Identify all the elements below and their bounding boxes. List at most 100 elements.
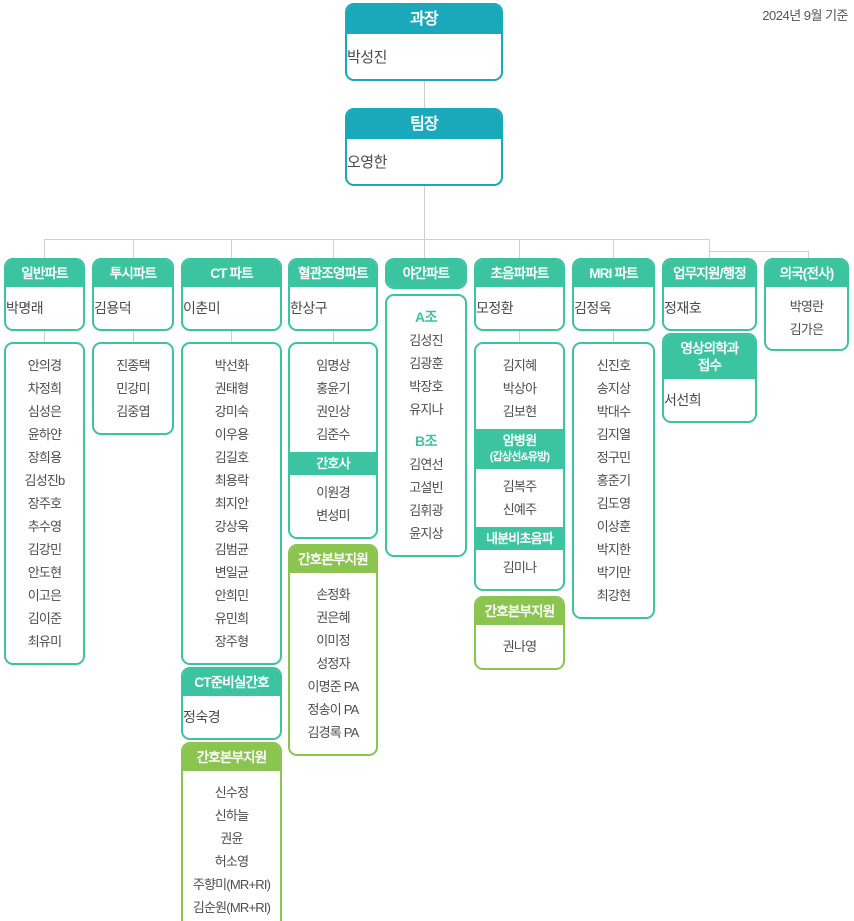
part-leader: 모정환 [476,300,514,316]
radiology-reception: 영상의학과 접수 서선희 [662,333,757,423]
member-name: 권태형 [214,381,249,396]
member-name: 김성진b [24,473,66,488]
connector-line [519,239,520,258]
member-name: 김도영 [596,496,631,511]
member-name: 박대수 [596,404,631,419]
member-name: 박장호 [409,379,443,394]
member-name: 손정화 [316,587,350,602]
member-name: 권윤 [220,831,243,846]
part-leader: 김정욱 [574,300,612,316]
section-title: 간호본부지원 [476,598,563,625]
member-name: 권나영 [502,639,537,654]
section-title: 간호본부지원 [290,546,376,573]
section-name: 서선희 [664,392,702,408]
member-name: 송지상 [596,381,631,396]
nursing-hq-support-ultrasound: 간호본부지원 권나영 [474,596,565,670]
connector-line [132,331,134,342]
member-name: 홍준기 [596,473,631,488]
section-title-line1: 영상의학과 [680,341,739,356]
member-name: 이우용 [214,427,249,442]
member-name: 변일균 [214,565,249,580]
connector-line [613,239,614,258]
member-name: 안도현 [27,565,62,580]
member-name: 장주형 [214,634,249,649]
part-header-mri: MRI 파트 김정욱 [572,258,655,331]
part-header-angio: 혈관조영파트 한상구 [288,258,378,331]
connector-line [424,181,425,258]
member-list: 김미나 [476,556,563,579]
member-name: 박선화 [214,358,249,373]
section-banner-endocrine: 내분비초음파 [476,527,563,550]
member-name: 김성진 [409,333,443,348]
member-name: 장희용 [27,450,62,465]
member-name: 김경록 PA [307,725,359,740]
member-name: 신수정 [214,785,249,800]
member-name: 유민희 [214,611,249,626]
member-name: 김가은 [789,322,824,337]
member-name: 김지열 [596,427,631,442]
node-team-lead-name: 오영한 [347,154,387,171]
part-leader: 김용덕 [94,300,132,316]
member-name: 윤하얀 [27,427,62,442]
section-title: CT준비실간호 [183,669,280,696]
part-header-general: 일반파트 박명래 [4,258,85,331]
member-name: 김순원(MR+RI) [192,900,271,915]
member-name: 최강현 [596,588,631,603]
section-subtitle: (갑상선&유방) [489,451,550,463]
connector-line [808,251,809,258]
member-name: 김휘광 [409,503,443,518]
section-banner-cancer-hospital: 암병원 (갑상선&유방) [476,429,563,469]
member-name: 허소영 [214,854,249,869]
part-title: MRI 파트 [574,260,653,287]
section-title: 간호본부지원 [183,744,280,771]
connector-line [613,331,614,342]
member-name: 이미정 [316,633,350,648]
part-header-fluoro: 투시파트 김용덕 [92,258,174,331]
member-name: 강상욱 [214,519,249,534]
member-name: 민강미 [116,381,150,396]
member-name: 차정희 [27,381,62,396]
part-header-ultrasound: 초음파파트 모정환 [474,258,565,331]
part-title: 야간파트 [387,260,465,287]
part-leader: 정재호 [664,300,702,316]
member-name: 박지한 [596,542,631,557]
date-note: 2024년 9월 기준 [762,8,848,23]
member-name: 신하늘 [214,808,249,823]
part-title: 투시파트 [94,260,172,287]
node-chief: 과장 박성진 [345,3,503,81]
member-name: 정송이 PA [307,702,359,717]
member-name: 주향미(MR+RI) [192,877,271,892]
connector-line [519,331,520,342]
section-title-line2: 접수 [697,358,722,373]
member-name: 이상훈 [596,519,631,534]
connector-line [424,77,425,108]
member-name: 변성미 [316,508,350,523]
member-name: 신진호 [596,358,631,373]
section-title: 영상의학과 접수 [664,335,755,379]
part-leader: 한상구 [290,300,328,316]
part-title: 의국(전사) [766,260,847,287]
member-name: 성정자 [316,656,350,671]
column-admin-part: 업무지원/행정 정재호 영상의학과 접수 서선희 [662,258,757,423]
member-name: 고설빈 [409,480,443,495]
member-name: 신예주 [502,502,537,517]
member-name: 김광훈 [409,356,443,371]
